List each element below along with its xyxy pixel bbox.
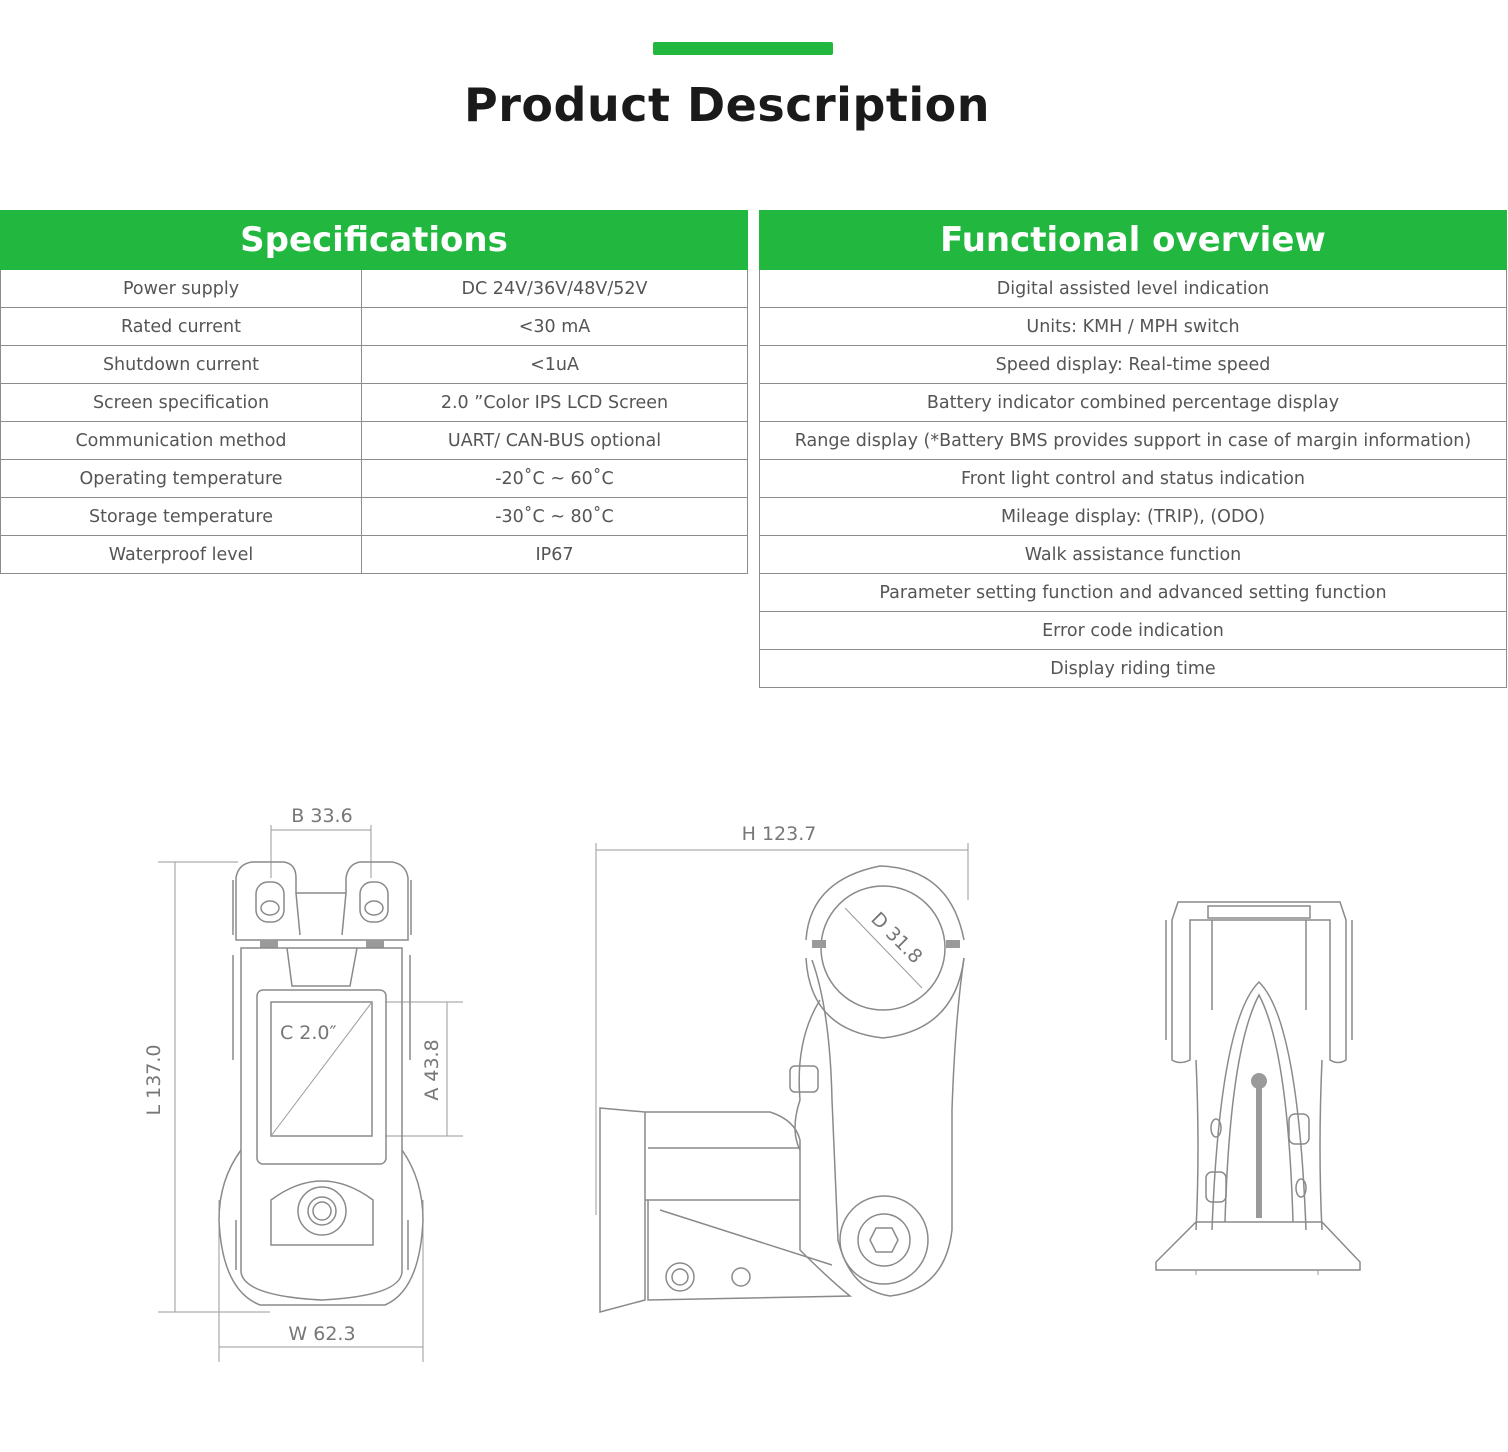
front-view-drawing: B 33.6 L 137.0 A 43.8 W 62.3 C 2. [143, 805, 463, 1362]
function-item: Range display (*Battery BMS provides sup… [794, 430, 1472, 451]
spec-value: 2.0 ”Color IPS LCD Screen [440, 392, 669, 413]
spec-value: -30˚C ~ 80˚C [495, 506, 614, 527]
function-row: Display riding time [759, 650, 1507, 688]
dimension-d-label: D 31.8 [866, 908, 926, 968]
specifications-table: Specifications Power supply DC 24V/36V/48… [0, 210, 748, 574]
function-item: Speed display: Real-time speed [995, 354, 1271, 375]
spec-value: DC 24V/36V/48V/52V [461, 278, 648, 299]
spec-row: Power supply DC 24V/36V/48V/52V [0, 270, 748, 308]
spec-value: IP67 [535, 544, 574, 565]
spec-label: Screen specification [1, 384, 362, 421]
side-view-drawing: H 123.7 D 31.8 [595, 823, 969, 1313]
function-row: Units: KMH / MPH switch [759, 308, 1507, 346]
accent-bar [653, 42, 833, 55]
spec-row: Communication method UART/ CAN-BUS option… [0, 422, 748, 460]
spec-value: UART/ CAN-BUS optional [447, 430, 662, 451]
function-item: Front light control and status indicatio… [960, 468, 1305, 489]
spec-row: Rated current <30 mA [0, 308, 748, 346]
page-title: Product Description [464, 78, 990, 132]
spec-label: Power supply [1, 270, 362, 307]
spec-value: <30 mA [518, 316, 591, 337]
spec-row: Operating temperature -20˚C ~ 60˚C [0, 460, 748, 498]
function-row: Speed display: Real-time speed [759, 346, 1507, 384]
dimension-w-label: W 62.3 [288, 1323, 355, 1345]
spec-label: Rated current [1, 308, 362, 345]
function-row: Error code indication [759, 612, 1507, 650]
dimension-c-label: C 2.0″ [280, 1022, 337, 1044]
spec-row: Waterproof level IP67 [0, 536, 748, 574]
function-row: Front light control and status indicatio… [759, 460, 1507, 498]
dimension-l-label: L 137.0 [143, 1044, 165, 1115]
function-item: Parameter setting function and advanced … [879, 582, 1387, 603]
function-item: Display riding time [1050, 658, 1216, 679]
back-view-drawing [1155, 901, 1361, 1275]
function-row: Mileage display: (TRIP), (ODO) [759, 498, 1507, 536]
spec-value: -20˚C ~ 60˚C [495, 468, 614, 489]
spec-label: Communication method [1, 422, 362, 459]
dimension-b-label: B 33.6 [291, 805, 352, 827]
function-item: Units: KMH / MPH switch [1026, 316, 1240, 337]
functional-overview-header: Functional overview [759, 210, 1507, 270]
spec-label: Operating temperature [1, 460, 362, 497]
spec-value: <1uA [530, 354, 579, 375]
function-item: Error code indication [1042, 620, 1224, 641]
dimension-h-label: H 123.7 [742, 823, 817, 845]
functional-overview-table: Functional overview Digital assisted lev… [759, 210, 1507, 688]
function-row: Digital assisted level indication [759, 270, 1507, 308]
function-row: Range display (*Battery BMS provides sup… [759, 422, 1507, 460]
function-row: Walk assistance function [759, 536, 1507, 574]
specifications-header: Specifications [0, 210, 748, 270]
spec-label: Waterproof level [1, 536, 362, 573]
spec-row: Screen specification 2.0 ”Color IPS LCD S… [0, 384, 748, 422]
function-item: Digital assisted level indication [996, 278, 1270, 299]
function-item: Battery indicator combined percentage di… [926, 392, 1340, 413]
spec-label: Shutdown current [1, 346, 362, 383]
function-item: Walk assistance function [1024, 544, 1242, 565]
function-item: Mileage display: (TRIP), (ODO) [1000, 506, 1266, 527]
spec-label: Storage temperature [1, 498, 362, 535]
function-row: Battery indicator combined percentage di… [759, 384, 1507, 422]
dimension-a-label: A 43.8 [421, 1039, 443, 1100]
spec-row: Storage temperature -30˚C ~ 80˚C [0, 498, 748, 536]
spec-row: Shutdown current <1uA [0, 346, 748, 384]
function-row: Parameter setting function and advanced … [759, 574, 1507, 612]
